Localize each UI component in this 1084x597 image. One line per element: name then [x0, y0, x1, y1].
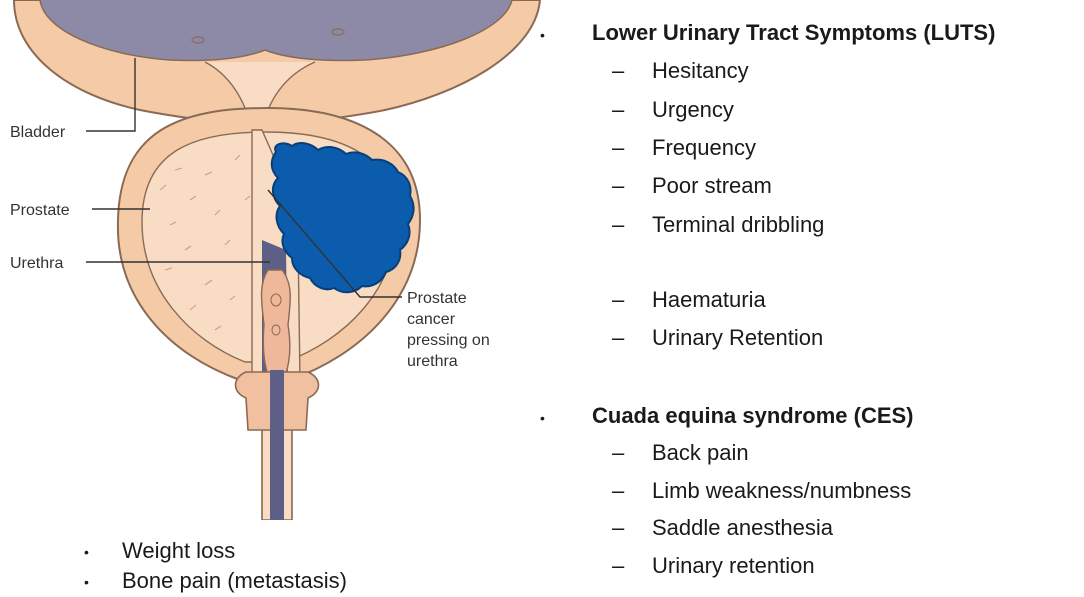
- ces-item-label: Back pain: [652, 440, 749, 465]
- dash-glyph: –: [612, 287, 652, 313]
- ces-heading: Cuada equina syndrome (CES): [592, 403, 914, 429]
- dash-glyph: –: [612, 515, 652, 541]
- bladder-label: Bladder: [10, 124, 66, 141]
- ces-item-label: Limb weakness/numbness: [652, 478, 911, 503]
- general-bullet: •: [84, 545, 89, 559]
- luts-item-label: Hesitancy: [652, 58, 749, 83]
- urethra-label: Urethra: [10, 255, 63, 272]
- prostate-illustration: Bladder Prostate Urethra Prostate cancer…: [0, 0, 545, 520]
- ces-item: –Limb weakness/numbness: [612, 478, 911, 504]
- luts-item: –Frequency: [612, 135, 756, 161]
- luts-extra-item: –Haematuria: [612, 287, 766, 313]
- urethra-lumen-lower: [270, 370, 284, 520]
- general-item-label: Weight loss: [122, 538, 235, 564]
- luts-heading: Lower Urinary Tract Symptoms (LUTS): [592, 20, 995, 46]
- luts-item: –Hesitancy: [612, 58, 749, 84]
- luts-extra-label: Urinary Retention: [652, 325, 823, 350]
- luts-item-label: Urgency: [652, 97, 734, 122]
- cancer-label-line2: cancer: [407, 311, 456, 328]
- luts-item-label: Terminal dribbling: [652, 212, 824, 237]
- dash-glyph: –: [612, 135, 652, 161]
- prostate-label: Prostate: [10, 202, 70, 219]
- dash-glyph: –: [612, 325, 652, 351]
- dash-glyph: –: [612, 478, 652, 504]
- ces-bullet: •: [540, 411, 545, 425]
- ces-item: –Back pain: [612, 440, 749, 466]
- ces-item: –Urinary retention: [612, 553, 815, 579]
- cancer-label-line1: Prostate: [407, 290, 467, 307]
- dash-glyph: –: [612, 97, 652, 123]
- luts-section: • Lower Urinary Tract Symptoms (LUTS) –H…: [540, 20, 1080, 360]
- general-bullet: •: [84, 575, 89, 589]
- luts-extra-item: –Urinary Retention: [612, 325, 823, 351]
- luts-item: –Terminal dribbling: [612, 212, 824, 238]
- luts-item: –Poor stream: [612, 173, 772, 199]
- ces-item: –Saddle anesthesia: [612, 515, 833, 541]
- ces-item-label: Urinary retention: [652, 553, 815, 578]
- luts-bullet: •: [540, 28, 545, 42]
- general-item-label: Bone pain (metastasis): [122, 568, 347, 594]
- dash-glyph: –: [612, 58, 652, 84]
- general-section: • Weight loss • Bone pain (metastasis): [84, 538, 444, 596]
- luts-item-label: Poor stream: [652, 173, 772, 198]
- cancer-label-line4: urethra: [407, 353, 458, 370]
- dash-glyph: –: [612, 440, 652, 466]
- luts-extra-label: Haematuria: [652, 287, 766, 312]
- ces-item-label: Saddle anesthesia: [652, 515, 833, 540]
- luts-item-label: Frequency: [652, 135, 756, 160]
- dash-glyph: –: [612, 173, 652, 199]
- dash-glyph: –: [612, 553, 652, 579]
- luts-item: –Urgency: [612, 97, 734, 123]
- ces-section: • Cuada equina syndrome (CES) –Back pain…: [540, 403, 1080, 593]
- cancer-label-line3: pressing on: [407, 332, 490, 349]
- dash-glyph: –: [612, 212, 652, 238]
